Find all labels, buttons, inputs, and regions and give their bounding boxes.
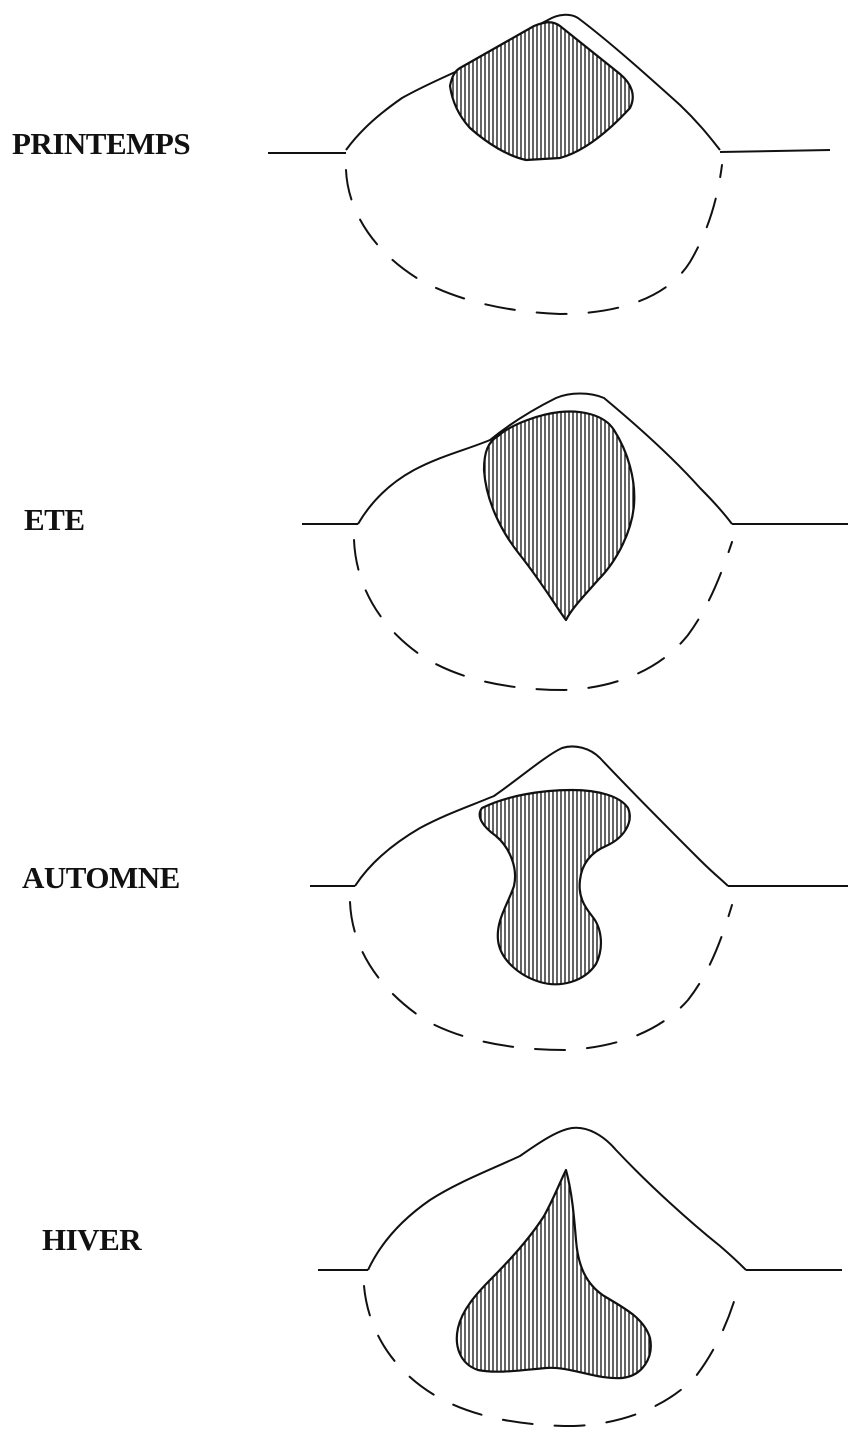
- root-zone-outline: [345, 164, 723, 316]
- ground-line-right: [719, 149, 831, 153]
- root-crown-shape: [482, 410, 636, 622]
- panel-hiver: HIVER: [0, 1080, 848, 1432]
- panel-ete: ETE: [0, 340, 848, 720]
- root-zone-outline: [349, 901, 733, 1052]
- mound-outline: [354, 745, 729, 887]
- diagram-printemps: [268, 13, 831, 316]
- season-label-hiver: HIVER: [42, 1222, 142, 1257]
- mound-outline: [357, 392, 733, 525]
- root-crown-shape: [448, 21, 634, 162]
- root-zone-outline: [363, 1285, 739, 1428]
- panel-automne: AUTOMNE: [0, 720, 848, 1080]
- panel-printemps: PRINTEMPS: [0, 0, 848, 340]
- diagram-hiver: [318, 1126, 842, 1428]
- season-label-printemps: PRINTEMPS: [12, 126, 191, 161]
- diagram-ete: [302, 392, 848, 692]
- season-label-automne: AUTOMNE: [22, 860, 180, 895]
- root-zone-outline: [353, 539, 733, 692]
- diagram-automne: [310, 745, 848, 1052]
- mound-outline: [367, 1126, 747, 1271]
- root-crown-shape: [478, 788, 631, 986]
- root-crown-shape: [455, 1168, 652, 1380]
- mound-outline: [345, 13, 721, 151]
- season-label-ete: ETE: [24, 502, 85, 537]
